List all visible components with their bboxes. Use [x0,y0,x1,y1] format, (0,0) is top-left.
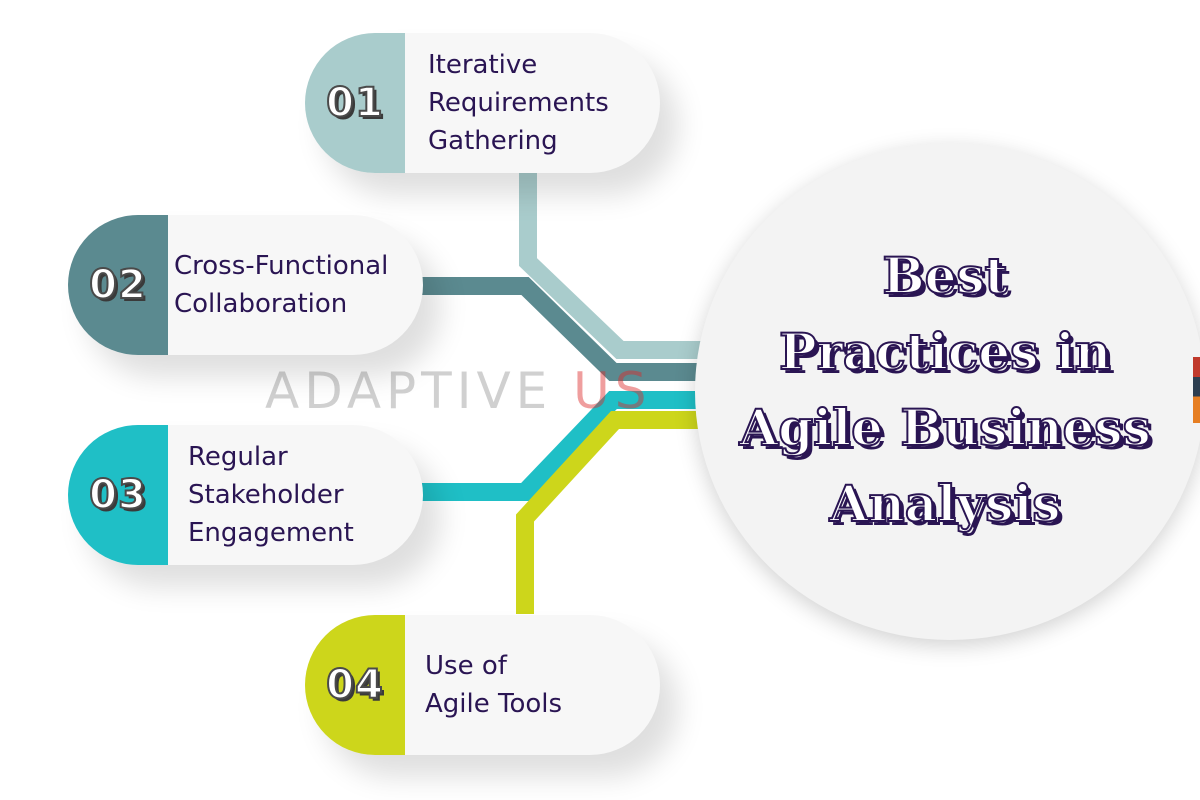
number-badge: 04 [305,615,405,755]
diagram-title: Best Practices in Agile Business Analysi… [738,245,1151,534]
connector-03 [420,391,720,501]
watermark-text-accent: US [573,362,652,420]
number-badge: 02 [68,215,168,355]
practice-item-04: 04 Use of Agile Tools [305,615,660,755]
practice-item-01: 01 Iterative Requirements Gathering [305,33,660,173]
item-number: 01 [325,79,384,127]
item-number: 03 [88,471,147,519]
central-circle [695,143,1200,640]
practice-item-02: 02 Cross-Functional Collaboration [68,215,423,355]
item-label: Regular Stakeholder Engagement [188,442,354,548]
item-number: 04 [325,661,384,709]
item-number: 02 [88,261,147,309]
edge-decoration [1193,357,1200,423]
item-label: Use of Agile Tools [425,651,563,719]
watermark-text: ADAPTIVE [265,362,574,420]
connector-01 [519,170,720,359]
practice-item-03: 03 Regular Stakeholder Engagement [68,425,423,565]
number-badge: 03 [68,425,168,565]
item-label: Cross-Functional Collaboration [174,251,389,319]
connector-04 [516,411,720,614]
connector-02 [420,277,720,381]
watermark-logo: ADAPTIVE US [265,362,652,420]
number-badge: 01 [305,33,405,173]
item-label: Iterative Requirements Gathering [428,50,609,156]
